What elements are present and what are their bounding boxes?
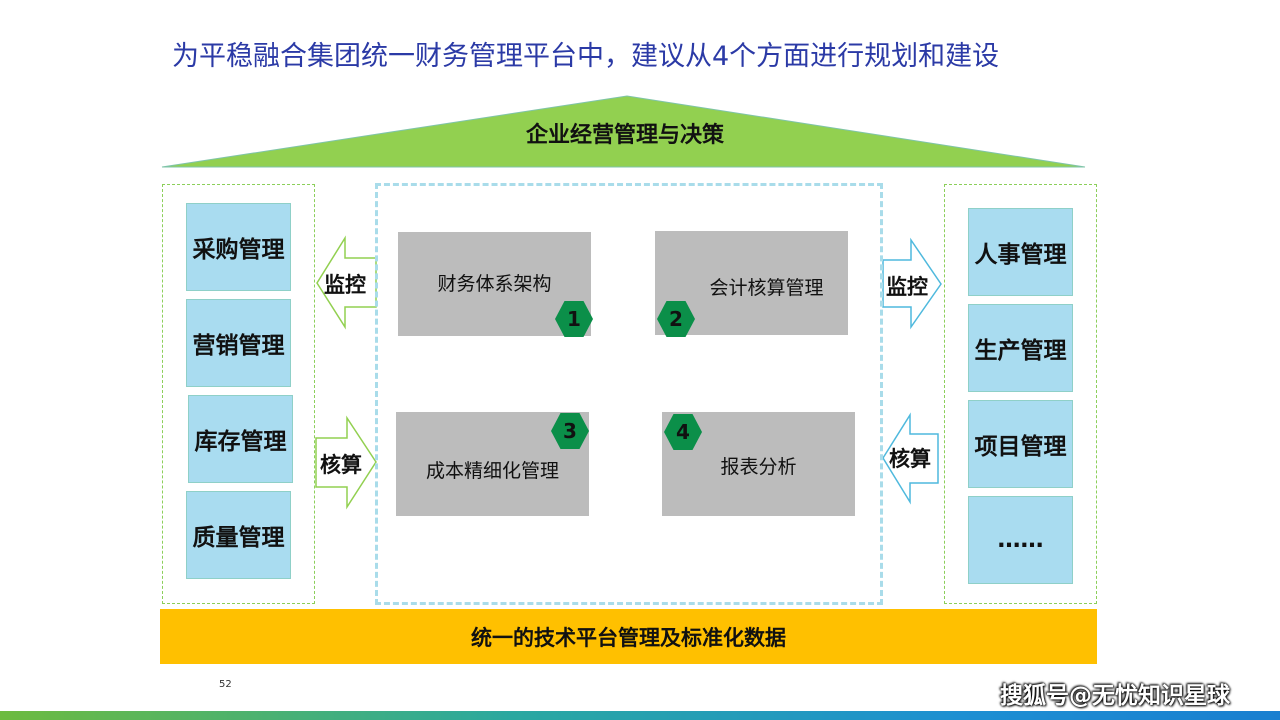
module-quality: 质量管理 (186, 491, 291, 579)
center-item-label: 财务体系架构 (437, 272, 552, 295)
module-inventory: 库存管理 (188, 395, 293, 483)
base-platform: 统一的技术平台管理及标准化数据 (160, 609, 1097, 664)
page-title: 为平稳融合集团统一财务管理平台中，建议从4个方面进行规划和建设 (172, 41, 1000, 72)
module-more: …… (968, 496, 1073, 584)
watermark: 搜狐号@无忧知识星球 (1000, 683, 1230, 709)
bottom-gradient-bar (0, 711, 1280, 720)
left-account-label: 核算 (320, 453, 362, 477)
module-procurement: 采购管理 (186, 203, 291, 291)
roof-label: 企业经营管理与决策 (525, 123, 724, 148)
module-production: 生产管理 (968, 304, 1073, 392)
center-item-label: 会计核算管理 (709, 276, 824, 299)
page-number: 52 (219, 679, 232, 690)
right-monitor-label: 监控 (886, 275, 928, 299)
module-project: 项目管理 (968, 400, 1073, 488)
module-marketing: 营销管理 (186, 299, 291, 387)
center-container (375, 183, 883, 605)
left-monitor-label: 监控 (324, 273, 366, 297)
right-module-container (944, 184, 1097, 604)
left-module-container (162, 184, 315, 604)
center-item-label: 报表分析 (720, 455, 797, 478)
module-hr: 人事管理 (968, 208, 1073, 296)
right-account-label: 核算 (889, 447, 931, 471)
base-platform-label: 统一的技术平台管理及标准化数据 (471, 625, 786, 650)
center-item-label: 成本精细化管理 (425, 459, 559, 482)
